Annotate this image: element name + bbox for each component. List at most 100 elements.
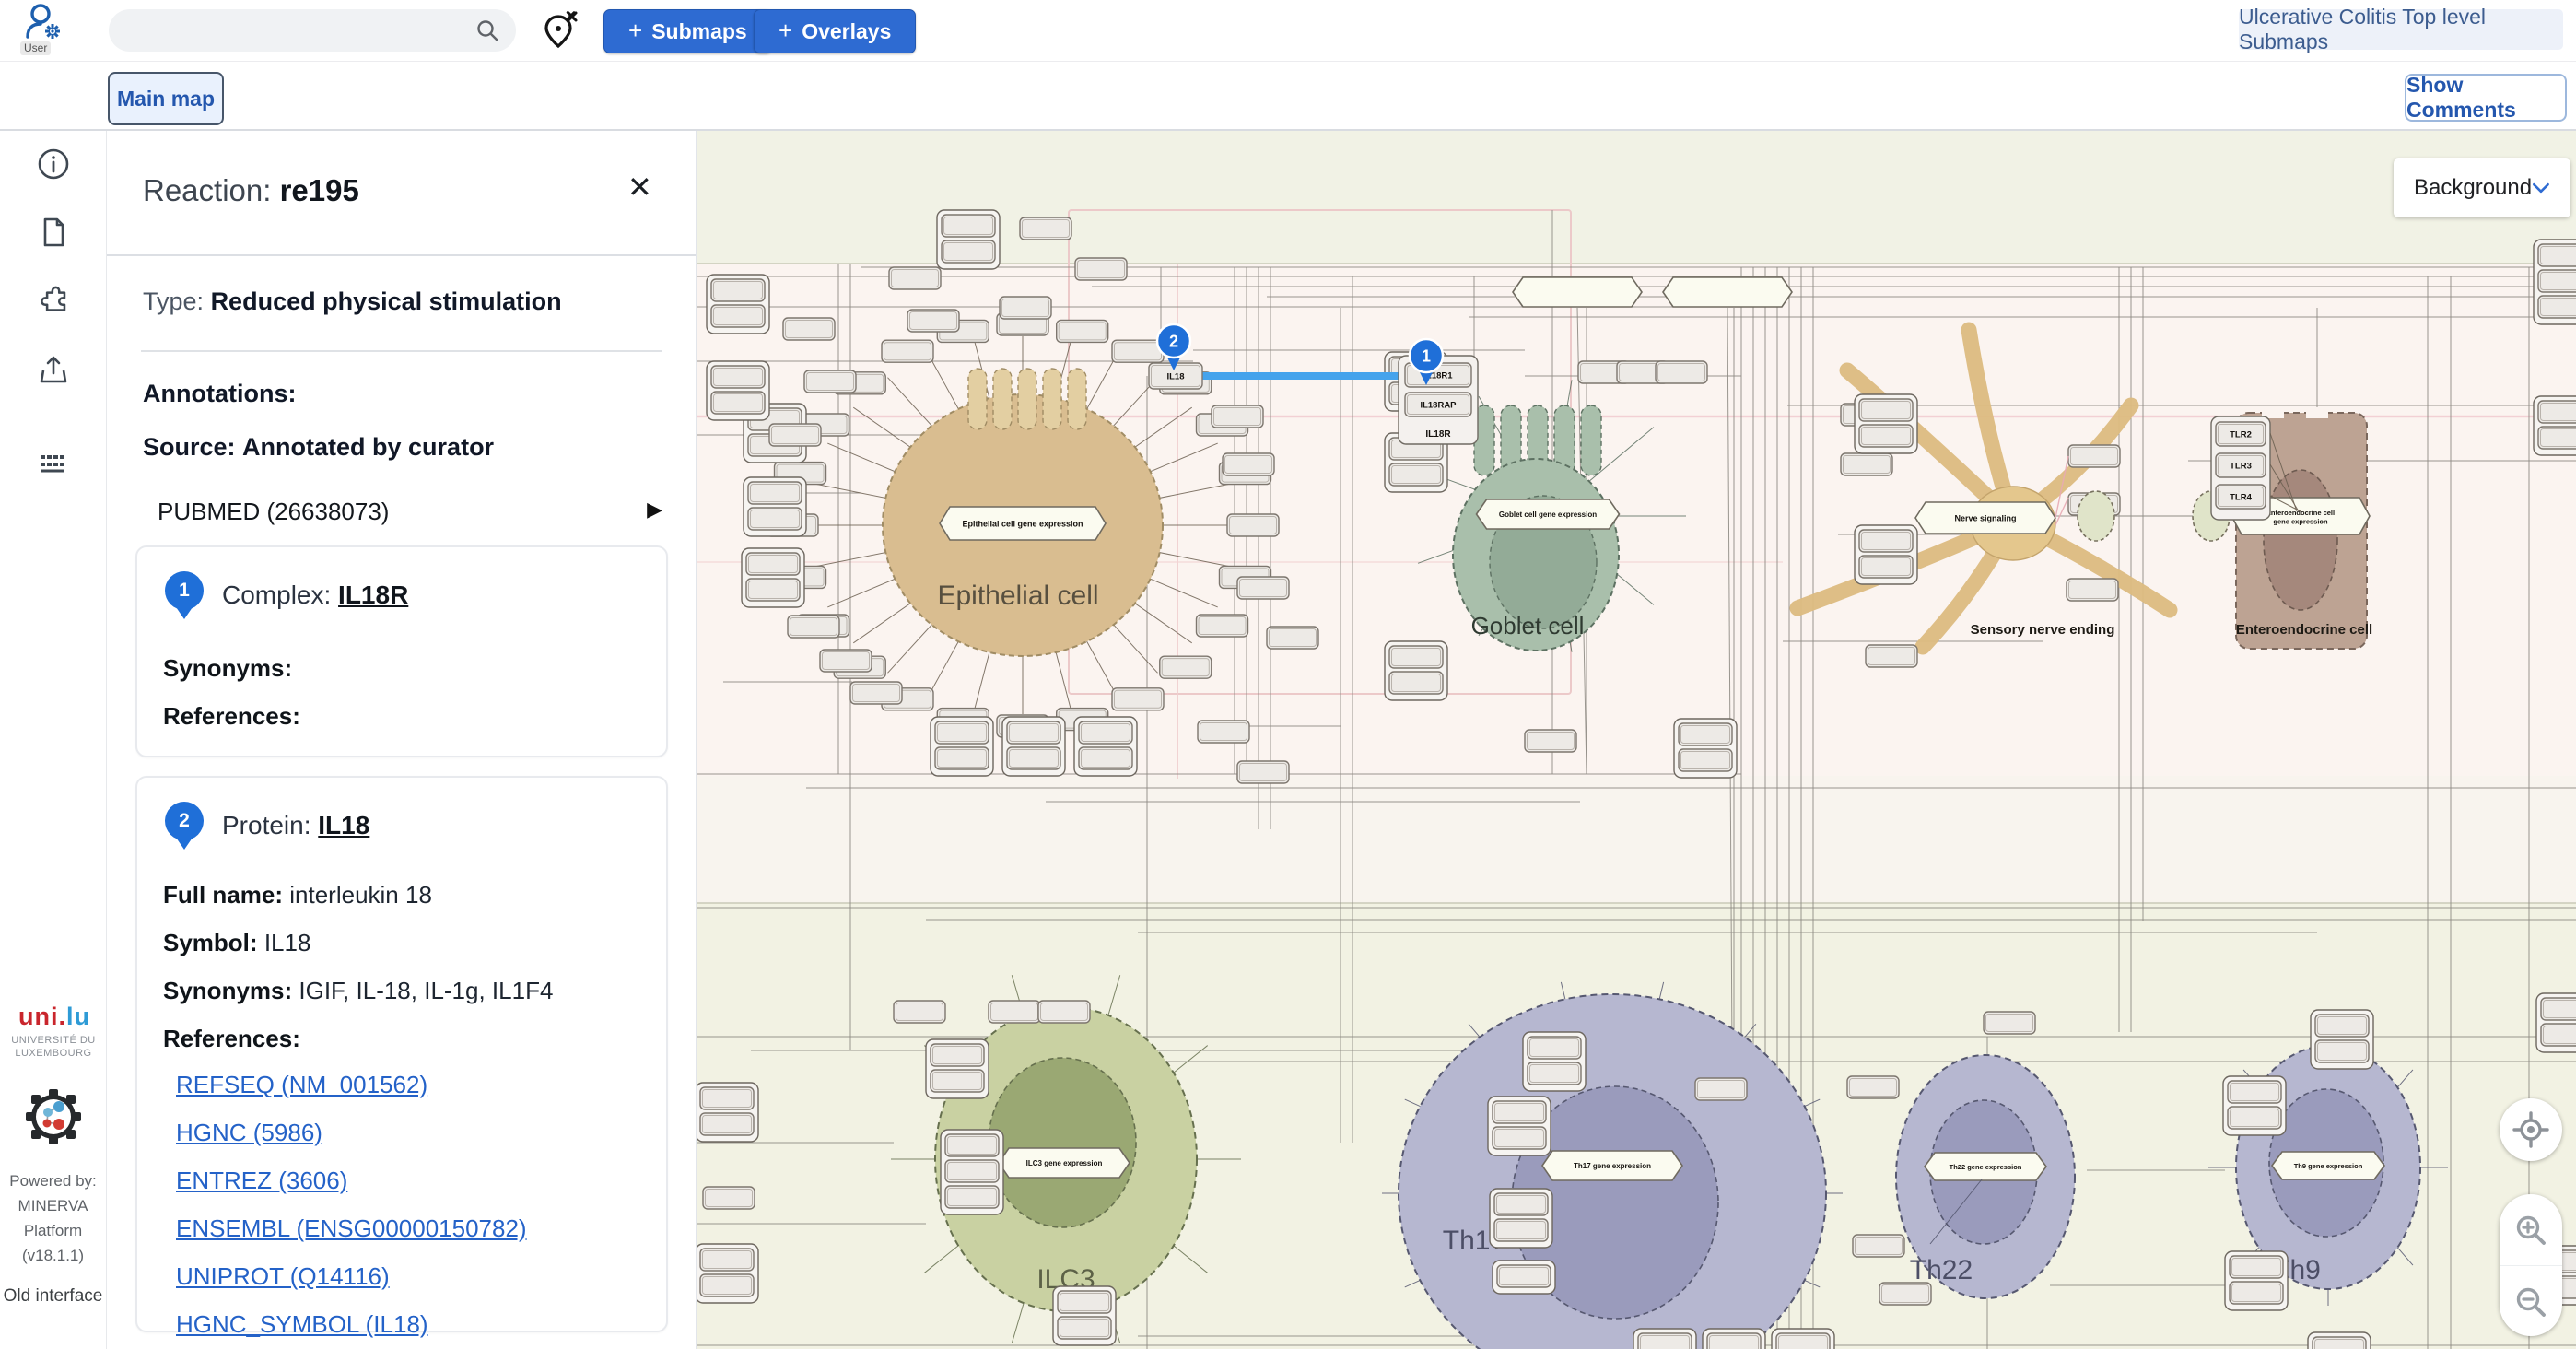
reference-link[interactable]: HGNC (5986)	[176, 1119, 322, 1146]
zoom-out-button[interactable]	[2500, 1265, 2562, 1337]
svg-text:Nerve signaling: Nerve signaling	[1954, 514, 2016, 523]
plugins-puzzle-icon[interactable]	[35, 283, 72, 320]
zoom-out-icon	[2516, 1287, 2546, 1317]
svg-text:Epithelial cell: Epithelial cell	[937, 581, 1098, 611]
map-pin[interactable]: 2	[1155, 323, 1192, 370]
info-icon[interactable]	[35, 146, 72, 182]
svg-text:TLR4: TLR4	[2230, 493, 2252, 503]
pathway-map[interactable]: Epithelial cell gene expressionEpithelia…	[696, 129, 2576, 1349]
svg-text:IL18R1: IL18R1	[1423, 371, 1453, 381]
reaction-id: re195	[279, 173, 359, 207]
left-sidebar: uni.lu UNIVERSITÉ DU LUXEMBOURG	[0, 129, 107, 1349]
svg-text:TLR2: TLR2	[2230, 430, 2252, 440]
reference-link[interactable]: UNIPROT (Q14116)	[176, 1262, 390, 1290]
center-map-button[interactable]	[2500, 1098, 2562, 1161]
reference-link[interactable]: ENTREZ (3606)	[176, 1167, 348, 1194]
svg-text:2: 2	[1169, 333, 1178, 351]
document-icon[interactable]	[35, 214, 72, 251]
complex-name-link[interactable]: IL18R	[338, 581, 409, 609]
svg-text:IL18: IL18	[1166, 372, 1184, 382]
svg-text:Sensory nerve ending: Sensory nerve ending	[1971, 622, 2115, 638]
svg-text:Th22: Th22	[1910, 1255, 1973, 1285]
gene-expression-node[interactable]	[998, 1147, 1130, 1179]
overlays-button-label: Overlays	[802, 18, 892, 43]
reference-link[interactable]: HGNC_SYMBOL (IL18)	[176, 1310, 428, 1338]
protein-name-link[interactable]: IL18	[318, 811, 370, 839]
tab-bar: Main map Show Comments	[0, 61, 2576, 131]
user-chip-label: User	[20, 41, 52, 55]
pubmed-reference-row[interactable]: PUBMED (26638073) ▶	[158, 498, 662, 526]
university-logo: uni.lu	[18, 1003, 90, 1030]
svg-text:IL18R: IL18R	[1425, 429, 1451, 440]
background-selector-label: Background	[2414, 175, 2533, 200]
chevron-down-icon	[2533, 182, 2550, 194]
panel-title: Reaction: re195	[143, 173, 359, 207]
node-il18[interactable]: IL18	[1148, 362, 1203, 390]
project-submaps-button[interactable]: Ulcerative Colitis Top level Submaps	[2239, 5, 2563, 53]
tab-main-map-label: Main map	[116, 86, 216, 111]
svg-text:Th9 gene expression: Th9 gene expression	[2294, 1162, 2363, 1170]
export-icon[interactable]	[35, 350, 72, 387]
overlays-button[interactable]: + Overlays	[754, 9, 917, 53]
gene-expression-node[interactable]	[1512, 276, 1643, 308]
gene-expression-node[interactable]	[939, 506, 1107, 541]
crosshair-icon	[2512, 1111, 2549, 1148]
gene-expression-node[interactable]	[2271, 1151, 2385, 1180]
expand-caret-icon[interactable]: ▶	[647, 498, 662, 521]
gene-expression-node[interactable]	[1924, 1152, 2047, 1181]
divider	[106, 254, 696, 256]
svg-text:1: 1	[1422, 347, 1431, 366]
reference-links: REFSEQ (NM_001562) HGNC (5986) ENTREZ (360…	[176, 1071, 527, 1349]
background-selector[interactable]: Background	[2394, 158, 2570, 217]
gene-expression-node[interactable]	[1541, 1150, 1683, 1181]
svg-text:Th22 gene expression: Th22 gene expression	[1950, 1163, 2022, 1171]
submaps-button[interactable]: + Submaps	[603, 9, 772, 53]
synonyms-row: Synonyms: IGIF, IL-18, IL-1g, IL1F4	[163, 977, 554, 1004]
annotations-heading: Annotations:	[143, 380, 297, 407]
entity-card-protein: 2 Protein: IL18 Full name: interleukin 1…	[135, 776, 668, 1338]
close-icon[interactable]: ✕	[627, 170, 652, 204]
reference-link[interactable]: ENSEMBL (ENSG00000150782)	[176, 1214, 527, 1242]
symbol-row: Symbol: IL18	[163, 929, 311, 956]
gene-expression-node[interactable]	[1475, 499, 1621, 530]
map-pin-badge: 2	[165, 802, 204, 840]
clear-pins-icon[interactable]	[540, 9, 580, 52]
cell-epithelial[interactable]: Epithelial cell gene expressionEpithelia…	[696, 209, 1319, 1304]
legend-grid-icon[interactable]	[35, 446, 72, 483]
svg-text:gene expression: gene expression	[2273, 518, 2328, 526]
references-heading: References:	[163, 1025, 300, 1052]
svg-text:TLR3: TLR3	[2230, 462, 2252, 472]
old-interface-link[interactable]: Old interface	[3, 1286, 103, 1306]
show-comments-button[interactable]: Show Comments	[2405, 73, 2567, 122]
reference-link[interactable]: REFSEQ (NM_001562)	[176, 1071, 428, 1098]
tab-main-map[interactable]: Main map	[108, 72, 224, 125]
minerva-logo	[26, 1089, 81, 1144]
entity-card-complex: 1 Complex: IL18R Synonyms: References:	[135, 545, 668, 757]
gene-expression-node[interactable]	[1662, 276, 1793, 308]
svg-text:Goblet cell gene expression: Goblet cell gene expression	[1499, 510, 1597, 519]
synonyms-row: Synonyms:	[163, 654, 293, 682]
top-bar: User + Submaps + Overlays Ulcerative Col…	[0, 0, 2576, 62]
powered-by-text: Powered by: MINERVA Platform (v18.1.1)	[9, 1172, 97, 1264]
project-submaps-label: Ulcerative Colitis Top level Submaps	[2239, 5, 2487, 53]
map-pin[interactable]: 1	[1408, 337, 1445, 385]
pubmed-link: PUBMED (26638073)	[158, 498, 390, 525]
search-icon[interactable]	[475, 18, 499, 42]
search-bar	[109, 9, 516, 52]
search-input[interactable]	[131, 15, 466, 48]
show-comments-label: Show Comments	[2406, 73, 2516, 122]
reaction-type-row: Type: Reduced physical stimulation	[143, 287, 562, 315]
plus-icon: +	[779, 16, 793, 44]
references-row: References:	[163, 702, 300, 730]
zoom-in-button[interactable]	[2500, 1194, 2562, 1265]
user-account-icon[interactable]	[18, 2, 66, 42]
